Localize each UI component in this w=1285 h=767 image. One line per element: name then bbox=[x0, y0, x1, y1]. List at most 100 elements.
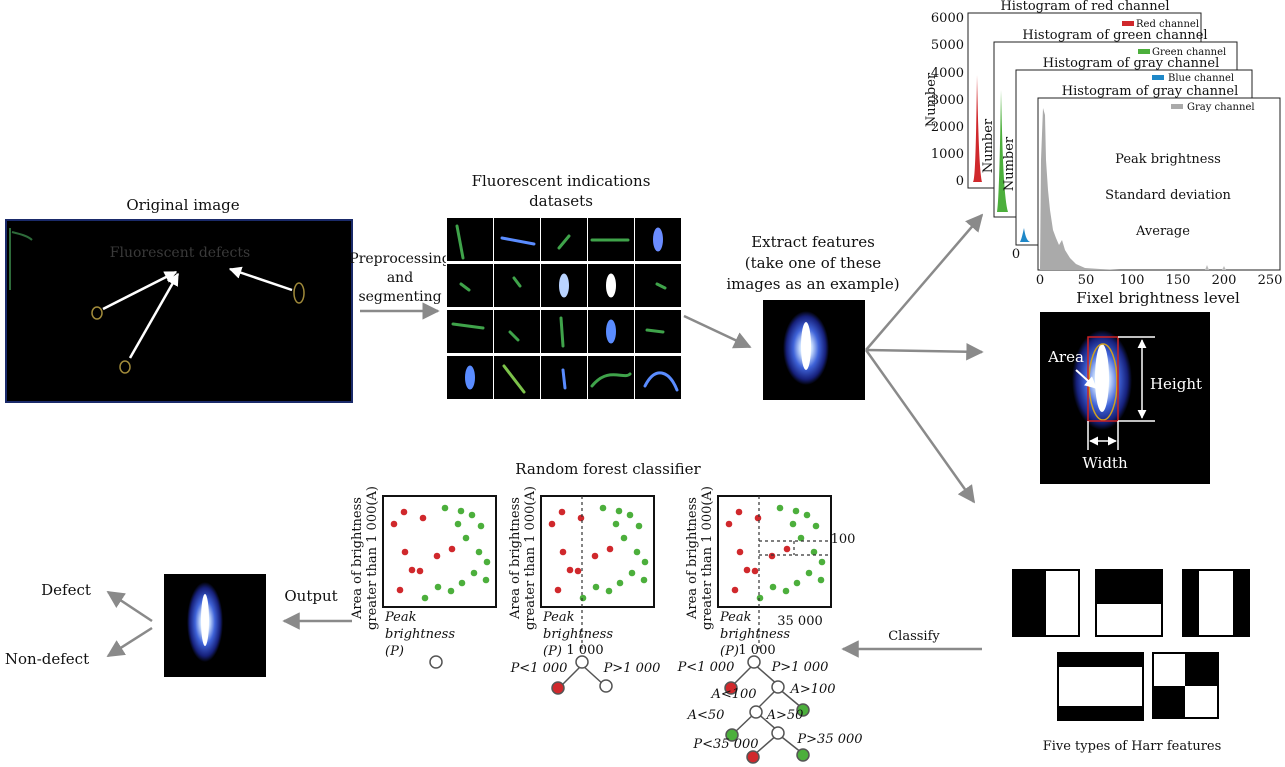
fluorescent-defects-label: Fluorescent defects bbox=[110, 245, 250, 261]
tree3-root-node bbox=[747, 655, 761, 669]
example-defect-image bbox=[763, 300, 865, 400]
legend-blue-label: Blue channel bbox=[1168, 73, 1234, 84]
scatter-point-green bbox=[475, 548, 483, 556]
scatter-point-red bbox=[554, 586, 562, 594]
hist-y-tick: 2000 bbox=[931, 120, 964, 135]
histogram-stack: Histogram of red channel Red channel 600… bbox=[924, 0, 1282, 307]
hist-gray-title: Histogram of gray channel bbox=[1062, 84, 1239, 99]
forest-x-label: Peak bbox=[542, 610, 575, 625]
forest-x-label: (P) bbox=[543, 644, 562, 659]
scatter-point-green bbox=[805, 569, 813, 577]
stat-peak: Peak brightness bbox=[1115, 152, 1221, 167]
scatter-point-green bbox=[454, 520, 462, 528]
to-shape-arrow bbox=[865, 342, 984, 361]
scatter-point-red bbox=[783, 545, 791, 553]
scatter-point-red bbox=[736, 548, 744, 556]
dataset-thumbnail bbox=[447, 310, 493, 353]
dataset-thumbnail bbox=[588, 356, 634, 399]
scatter-point-green bbox=[789, 520, 797, 528]
scatter-point-red bbox=[548, 520, 556, 528]
legend-gray-label: Gray channel bbox=[1187, 102, 1255, 113]
hist-green-ylabel: Number bbox=[981, 118, 996, 173]
dataset-thumbnail bbox=[494, 310, 540, 353]
width-label: Width bbox=[1082, 454, 1128, 472]
tree3-node-red-1 bbox=[724, 681, 738, 695]
scatter-point-red bbox=[419, 514, 427, 522]
dataset-title-2: datasets bbox=[529, 192, 593, 210]
hist-x-tick: 0 bbox=[1036, 273, 1044, 288]
preprocess-label-3: segmenting bbox=[358, 289, 441, 305]
to-histogram-arrow bbox=[865, 213, 984, 351]
scatter-point-green bbox=[810, 548, 818, 556]
to-non-defect-arrow bbox=[106, 626, 153, 658]
extract-title-2: (take one of these bbox=[745, 254, 882, 272]
hist-blue-ylabel: Number bbox=[1002, 136, 1017, 191]
hist-x-label: Fixel brightness level bbox=[1076, 289, 1240, 307]
forest-y-label: Area of brightness bbox=[350, 497, 365, 620]
forest-x-label: Peak bbox=[719, 610, 752, 625]
tree-1 bbox=[429, 655, 443, 669]
scatter-point-red bbox=[396, 586, 404, 594]
tree3-node-4 bbox=[771, 726, 785, 740]
scatter-point-green bbox=[633, 548, 641, 556]
scatter-point-green bbox=[812, 522, 820, 530]
scatter-point-green bbox=[803, 511, 811, 519]
scatter-point-red bbox=[768, 552, 776, 560]
hist-red-ylabel: Number bbox=[924, 72, 939, 127]
dataset-thumbnail bbox=[635, 356, 681, 399]
tree2-leaf-red bbox=[551, 681, 565, 695]
harr-features: Five types of Harr features bbox=[1012, 569, 1250, 754]
forest-y-label: greater than 1 000(A) bbox=[365, 486, 380, 630]
scatter-point-green bbox=[458, 579, 466, 587]
scatter-point-red bbox=[735, 508, 743, 516]
scatter-point-green bbox=[776, 504, 784, 512]
hist-red-title: Histogram of red channel bbox=[1000, 0, 1169, 14]
stat-std: Standard deviation bbox=[1105, 188, 1231, 203]
forest-x-label: Peak bbox=[384, 610, 417, 625]
dataset-thumbnail bbox=[635, 310, 681, 353]
scatter-point-red bbox=[401, 548, 409, 556]
forest-x-label: (P) bbox=[720, 644, 739, 659]
forest-y-label: greater than 1 000(A) bbox=[523, 486, 538, 630]
harr-feature-5 bbox=[1152, 652, 1219, 719]
scatter-point-green bbox=[599, 504, 607, 512]
scatter-point-green bbox=[616, 579, 624, 587]
hist-x-tick: 150 bbox=[1166, 273, 1191, 288]
scatter-point-red bbox=[743, 566, 751, 574]
harr-feature-3 bbox=[1182, 569, 1250, 637]
scatter-point-green bbox=[482, 576, 490, 584]
tree3-label-6: A>50 bbox=[766, 708, 804, 723]
harr-feature-2 bbox=[1095, 569, 1163, 637]
scatter-point-green bbox=[470, 569, 478, 577]
panel3-threshold-p2: 35 000 bbox=[777, 614, 823, 629]
forest-x-label: brightness bbox=[543, 627, 613, 642]
tree3-label-7: P<35 000 bbox=[692, 737, 758, 752]
hist-red-peak bbox=[973, 75, 982, 182]
hist-blue-peak bbox=[1020, 228, 1030, 242]
scatter-point-red bbox=[725, 520, 733, 528]
hist-x-tick: 250 bbox=[1258, 273, 1283, 288]
scatter-point-green bbox=[483, 558, 491, 566]
scatter-point-green bbox=[635, 522, 643, 530]
scatter-point-green bbox=[641, 558, 649, 566]
scatter-point-green bbox=[756, 594, 764, 602]
tree3-label-1: P<1 000 bbox=[677, 660, 735, 675]
scatter-point-red bbox=[754, 514, 762, 522]
hist-x-tick: 50 bbox=[1078, 273, 1095, 288]
legend-gray-swatch bbox=[1171, 104, 1183, 109]
scatter-point-green bbox=[434, 583, 442, 591]
scatter-point-red bbox=[448, 545, 456, 553]
scatter-point-red bbox=[408, 566, 416, 574]
hist-y-tick: 1000 bbox=[931, 147, 964, 162]
forest-y-label: Area of brightness bbox=[685, 497, 700, 620]
scatter-point-green bbox=[620, 534, 628, 542]
output-label: Output bbox=[284, 587, 337, 605]
hist-y-tick: 4000 bbox=[931, 66, 964, 81]
hist-y-tick: 6000 bbox=[931, 11, 964, 26]
scatter-point-green bbox=[792, 507, 800, 515]
forest-x-label: brightness bbox=[720, 627, 790, 642]
tree-2: P<1 000 P>1 000 bbox=[510, 655, 660, 695]
stat-avg: Average bbox=[1135, 224, 1190, 239]
dataset-thumbnail bbox=[588, 218, 634, 261]
